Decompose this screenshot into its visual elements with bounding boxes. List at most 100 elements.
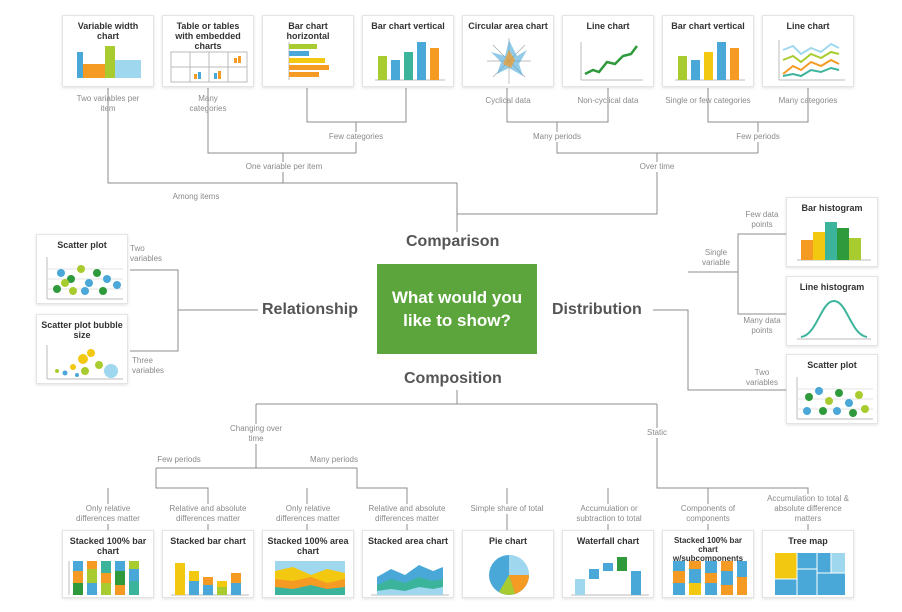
scatter-plot-icon <box>46 257 123 300</box>
center-question-box: What would you like to show? <box>377 264 537 354</box>
pie-chart-icon <box>489 555 529 595</box>
label-single-or-few-categories: Single or few categories <box>665 96 751 105</box>
category-relationship: Relationship <box>262 301 359 318</box>
card-stacked-100-bar-subcomponents: Stacked 100% bar chart w/subcomponents <box>662 530 754 598</box>
card-title: Stacked 100% bar chart <box>69 536 147 556</box>
card-title: Line chart <box>786 21 830 31</box>
bar-histogram-icon <box>797 222 871 261</box>
card-title: Stacked 100% area chart <box>267 536 349 556</box>
stacked-area-chart-icon <box>371 565 449 596</box>
card-title: Tree map <box>788 536 828 546</box>
label-simple-share: Simple share of total <box>470 504 544 514</box>
horizontal-bar-chart-icon <box>288 42 329 80</box>
label-accumulation-subtraction: Accumulation or subtraction to total <box>564 504 654 524</box>
card-tree-map: Tree map <box>762 530 854 598</box>
card-variable-width-chart: Variable width chart <box>62 15 154 87</box>
label-changing-over-time: Changing over time <box>228 424 284 444</box>
label-many-periods-bottom: Many periods <box>302 455 366 465</box>
label-few-data-points: Few data points <box>745 210 779 229</box>
card-line-chart-2: Line chart <box>762 15 854 87</box>
scatter-plot-icon <box>796 377 873 420</box>
card-scatter-plot-2: Scatter plot <box>786 354 878 424</box>
category-composition: Composition <box>404 370 502 387</box>
card-title: Stacked 100% bar chart w/subcomponents <box>672 536 744 563</box>
label-over-time: Over time <box>632 162 682 172</box>
stacked-bar-chart-icon <box>171 563 249 596</box>
card-line-chart-1: Line chart <box>562 15 654 87</box>
card-title: Waterfall chart <box>576 536 640 546</box>
card-title: Stacked bar chart <box>170 536 246 546</box>
card-waterfall-chart: Waterfall chart <box>562 530 654 598</box>
card-stacked-100-area-chart: Stacked 100% area chart <box>262 530 354 598</box>
label-many-periods: Many periods <box>524 132 590 142</box>
bubble-chart-icon <box>46 345 123 380</box>
card-pie-chart: Pie chart <box>462 530 554 598</box>
circular-area-chart-icon <box>487 38 531 84</box>
center-question-line-2: like to show? <box>403 311 511 330</box>
card-scatter-plot-bubble-size: Scatter plot bubble size <box>36 314 128 384</box>
card-bar-chart-vertical-2: Bar chart vertical <box>662 15 754 87</box>
stacked-100-bar-chart-icon <box>68 561 139 595</box>
center-question-line-1: What would you <box>391 288 523 307</box>
card-title: Bar chart vertical <box>371 21 445 31</box>
label-two-variables-relationship: Two variables <box>130 244 163 263</box>
vertical-bar-chart-icon <box>675 42 745 81</box>
card-title: Line chart <box>586 21 630 31</box>
waterfall-chart-icon <box>571 557 649 596</box>
card-stacked-100-bar-chart: Stacked 100% bar chart <box>62 530 154 598</box>
card-title: Pie chart <box>488 536 528 546</box>
label-only-relative-1: Only relative differences matter <box>66 504 150 524</box>
label-cyclical-data: Cyclical data <box>485 96 531 105</box>
card-line-histogram: Line histogram <box>786 276 878 346</box>
stacked-100-area-chart-icon <box>275 561 345 595</box>
label-few-periods-bottom: Few periods <box>150 455 208 465</box>
label-two-variables-distribution: Two variables <box>745 368 778 387</box>
card-stacked-area-chart: Stacked area chart <box>362 530 454 598</box>
label-components-of-components: Components of components <box>668 504 748 524</box>
label-three-variables: Three variables <box>132 356 165 375</box>
label-two-variables-per-item: Two variables per item <box>76 94 140 113</box>
label-relative-absolute-2: Relative and absolute differences matter <box>358 504 456 524</box>
card-title: Scatter plot <box>807 360 857 370</box>
card-title: Table or tables with embedded charts <box>175 21 241 51</box>
label-relative-absolute-1: Relative and absolute differences matter <box>160 504 256 524</box>
label-static: Static <box>640 428 674 438</box>
label-few-periods-top: Few periods <box>730 132 786 142</box>
card-stacked-bar-chart: Stacked bar chart <box>162 530 254 598</box>
card-title: Bar chart vertical <box>671 21 745 31</box>
label-among-items: Among items <box>166 192 226 202</box>
multi-line-chart-icon <box>778 40 845 81</box>
card-title: Bar chart horizontal <box>286 21 330 41</box>
label-one-variable-per-item: One variable per item <box>236 162 332 172</box>
card-bar-chart-horizontal: Bar chart horizontal <box>262 15 354 87</box>
label-many-categories-1: Many categories <box>189 94 227 113</box>
tree-map-icon <box>775 553 845 595</box>
label-many-categories-2: Many categories <box>778 96 838 105</box>
card-title: Scatter plot <box>57 240 107 250</box>
card-title: Circular area chart <box>468 21 548 31</box>
card-title: Scatter plot bubble size <box>41 320 123 340</box>
card-bar-histogram: Bar histogram <box>786 197 878 267</box>
card-title: Stacked area chart <box>367 536 449 546</box>
label-many-data-points: Many data points <box>743 316 781 335</box>
card-circular-area-chart: Circular area chart <box>462 15 554 87</box>
vertical-bar-chart-icon <box>375 42 445 81</box>
card-bar-chart-vertical-1: Bar chart vertical <box>362 15 454 87</box>
variable-width-chart-icon <box>77 46 141 78</box>
line-chart-icon <box>580 42 643 81</box>
card-title: Bar histogram <box>801 203 863 213</box>
stacked-100-subcomponents-chart-icon <box>673 561 747 595</box>
label-non-cyclical-data: Non-cyclical data <box>577 96 639 105</box>
label-accumulation-total: Accumulation to total & absolute differe… <box>764 494 852 524</box>
label-single-variable: Single variable <box>701 248 730 267</box>
line-histogram-icon <box>797 299 871 340</box>
label-only-relative-2: Only relative differences matter <box>266 504 350 524</box>
category-distribution: Distribution <box>552 301 642 318</box>
table-embedded-chart-icon <box>170 51 248 83</box>
card-scatter-plot-1: Scatter plot <box>36 234 128 304</box>
category-comparison: Comparison <box>406 233 500 250</box>
card-table-embedded-charts: Table or tables with embedded charts <box>162 15 254 87</box>
card-title: Line histogram <box>799 282 865 292</box>
card-title: Variable width chart <box>77 21 139 41</box>
